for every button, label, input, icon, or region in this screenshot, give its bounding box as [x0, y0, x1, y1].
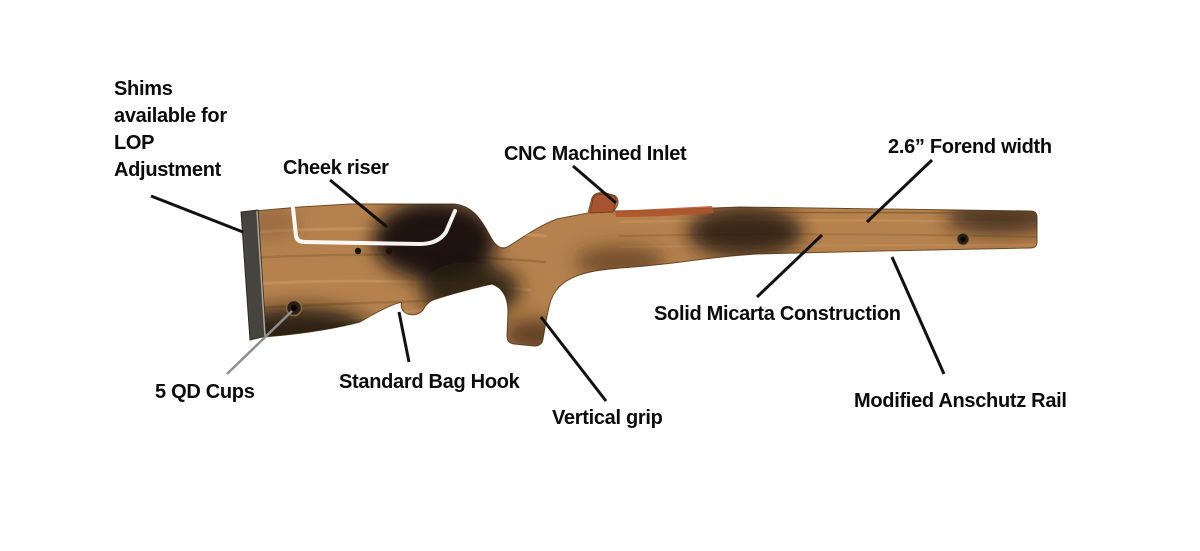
label-micarta: Solid Micarta Construction [654, 303, 901, 325]
label-anschutz-rail: Modified Anschutz Rail [854, 390, 1067, 412]
inlet-tab [589, 193, 617, 214]
leader-line-cheek-riser [329, 178, 388, 229]
label-vertical-grip: Vertical grip [552, 407, 663, 429]
label-cnc-inlet: CNC Machined Inlet [504, 143, 687, 165]
leader-lines [150, 158, 946, 402]
label-cheek-riser: Cheek riser [283, 157, 389, 179]
leader-line-shims [150, 194, 244, 234]
forend-qd-cup [956, 232, 970, 246]
leader-line-vertical-grip [539, 316, 608, 402]
cheek-riser-screw [385, 247, 393, 255]
label-shims-lop: Shims available for LOP Adjustment [114, 78, 227, 181]
leader-line-bag-hook [397, 311, 411, 363]
leader-line-qd-cups [226, 310, 293, 375]
leader-line-forend-width [865, 158, 934, 224]
cheek-riser-screw [354, 247, 362, 255]
leader-line-anschutz-rail [890, 256, 946, 375]
cheek-riser-gap [291, 206, 457, 247]
butt-pad-shim-line [256, 210, 266, 337]
leader-line-micarta [755, 233, 824, 299]
label-qd-cups: 5 QD Cups [155, 381, 255, 403]
stock-body [240, 192, 1038, 347]
label-bag-hook: Standard Bag Hook [339, 371, 520, 393]
label-forend-width: 2.6” Forend width [888, 136, 1052, 158]
inlet-area [615, 206, 714, 217]
leader-line-cnc-inlet [572, 164, 617, 205]
